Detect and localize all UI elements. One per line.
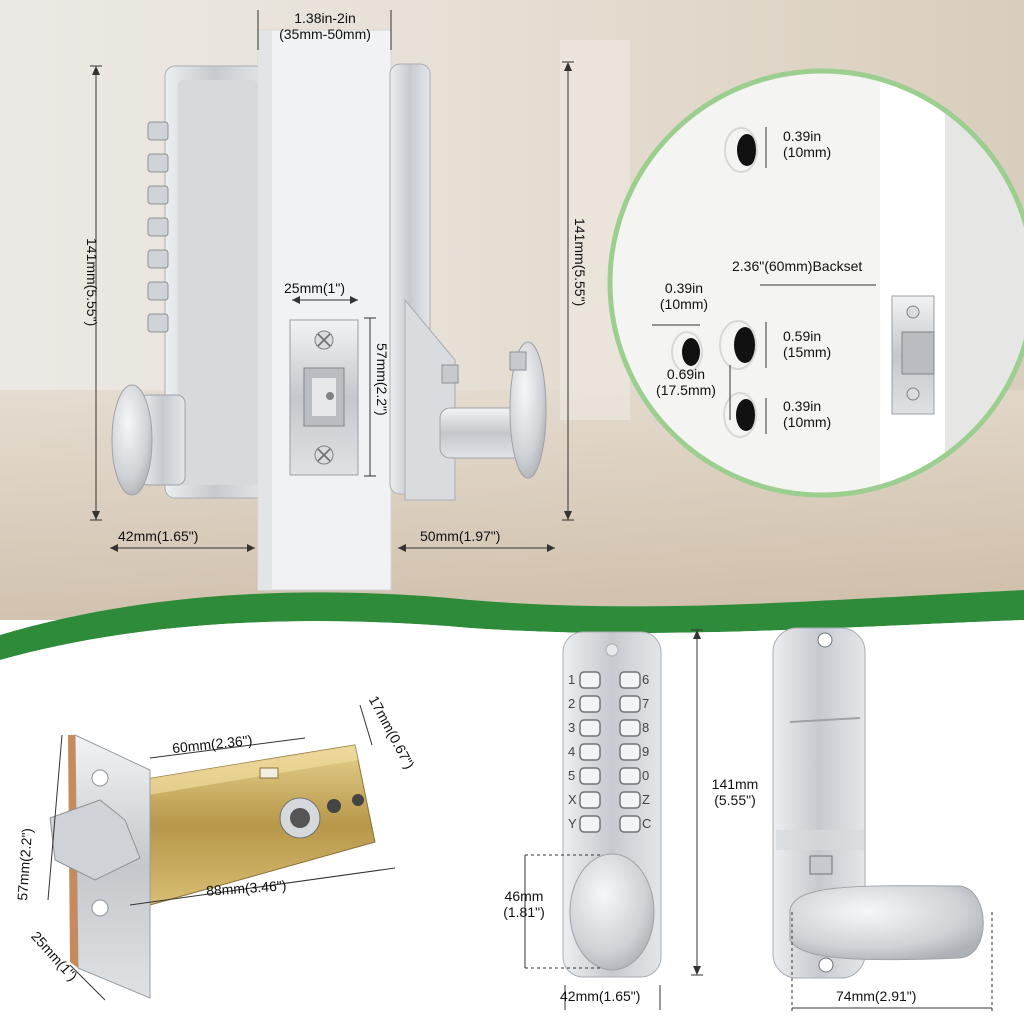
keypad-button-shape[interactable] <box>579 719 601 737</box>
middle-hole-inches: 0.59in <box>783 328 822 344</box>
door-thickness-inches: 1.38in-2in <box>294 10 356 26</box>
middle-hole-mm: (15mm) <box>783 344 832 360</box>
keypad-key-2[interactable]: 2 <box>568 696 576 711</box>
middle-hole-label: 0.59in (15mm) <box>783 328 831 360</box>
knob-height-label: 46mm (1.81") <box>488 888 560 920</box>
keypad-height-label: 141mm (5.55") <box>700 776 770 808</box>
top-hole-mm: (10mm) <box>783 144 832 160</box>
keypad-height-mm: 141mm <box>711 776 759 792</box>
keypad-key-y[interactable]: Y <box>568 816 577 831</box>
keypad-key-5[interactable]: 5 <box>568 768 576 783</box>
side-hole-inches: 0.39in <box>664 280 704 296</box>
right-knob-depth-label: 50mm(1.97") <box>420 528 501 544</box>
keypad-height-inches: (5.55") <box>714 792 756 808</box>
bottom-hole-inches: 0.39in <box>783 398 822 414</box>
keypad-button-shape[interactable] <box>579 791 601 809</box>
keypad-key-x[interactable]: X <box>568 792 577 807</box>
keypad-key-9[interactable]: 9 <box>642 744 650 759</box>
keypad-key-8[interactable]: 8 <box>642 720 650 735</box>
knob-height-mm: 46mm <box>504 888 544 904</box>
side-hole-label: 0.39in (10mm) <box>648 280 720 312</box>
keypad-button-shape[interactable] <box>579 767 601 785</box>
keypad-button-shape[interactable] <box>619 767 641 785</box>
keypad-key-3[interactable]: 3 <box>568 720 576 735</box>
keypad-key-7[interactable]: 7 <box>642 696 650 711</box>
left-knob-depth-label: 42mm(1.65") <box>118 528 199 544</box>
lock-height-right-label: 141mm(5.55") <box>572 218 588 307</box>
keypad-key-0[interactable]: 0 <box>642 768 650 783</box>
keypad-button-shape[interactable] <box>579 815 601 833</box>
keypad-width-label: 42mm(1.65") <box>560 988 641 1004</box>
hole-spacing-label: 0.69in (17.5mm) <box>646 366 726 398</box>
keypad-button-shape[interactable] <box>619 815 641 833</box>
hole-spacing-inches: 0.69in <box>666 366 706 382</box>
keypad-button-shape[interactable] <box>619 695 641 713</box>
door-thickness-mm: (35mm-50mm) <box>279 26 371 42</box>
lever-length-label: 74mm(2.91") <box>836 988 917 1004</box>
keypad-button-shape[interactable] <box>579 671 601 689</box>
keypad-button-shape[interactable] <box>619 791 641 809</box>
keypad-button-shape[interactable] <box>619 671 641 689</box>
knob-height-inches: (1.81") <box>503 904 545 920</box>
latch-plate-height-label: 57mm(2.2") <box>374 343 390 416</box>
keypad-button-shape[interactable] <box>579 695 601 713</box>
keypad-key-4[interactable]: 4 <box>568 744 576 759</box>
latch-plate-width-label: 25mm(1") <box>284 280 345 296</box>
bottom-hole-mm: (10mm) <box>783 414 832 430</box>
keypad-key-c[interactable]: C <box>642 816 652 831</box>
side-hole-mm: (10mm) <box>659 296 709 312</box>
keypad-button-shape[interactable] <box>579 743 601 761</box>
keypad-key-1[interactable]: 1 <box>568 672 576 687</box>
keypad-button-shape[interactable] <box>619 743 641 761</box>
door-thickness-label: 1.38in-2in (35mm-50mm) <box>258 10 392 42</box>
keypad-key-z[interactable]: Z <box>642 792 650 807</box>
backset-label: 2.36"(60mm)Backset <box>732 258 863 274</box>
top-hole-inches: 0.39in <box>783 128 822 144</box>
top-hole-label: 0.39in (10mm) <box>783 128 831 160</box>
keypad-key-6[interactable]: 6 <box>642 672 650 687</box>
keypad-button-shape[interactable] <box>619 719 641 737</box>
lock-height-left-label: 141mm(5.55") <box>84 238 100 327</box>
hole-spacing-mm: (17.5mm) <box>656 382 716 398</box>
bottom-hole-label: 0.39in (10mm) <box>783 398 831 430</box>
